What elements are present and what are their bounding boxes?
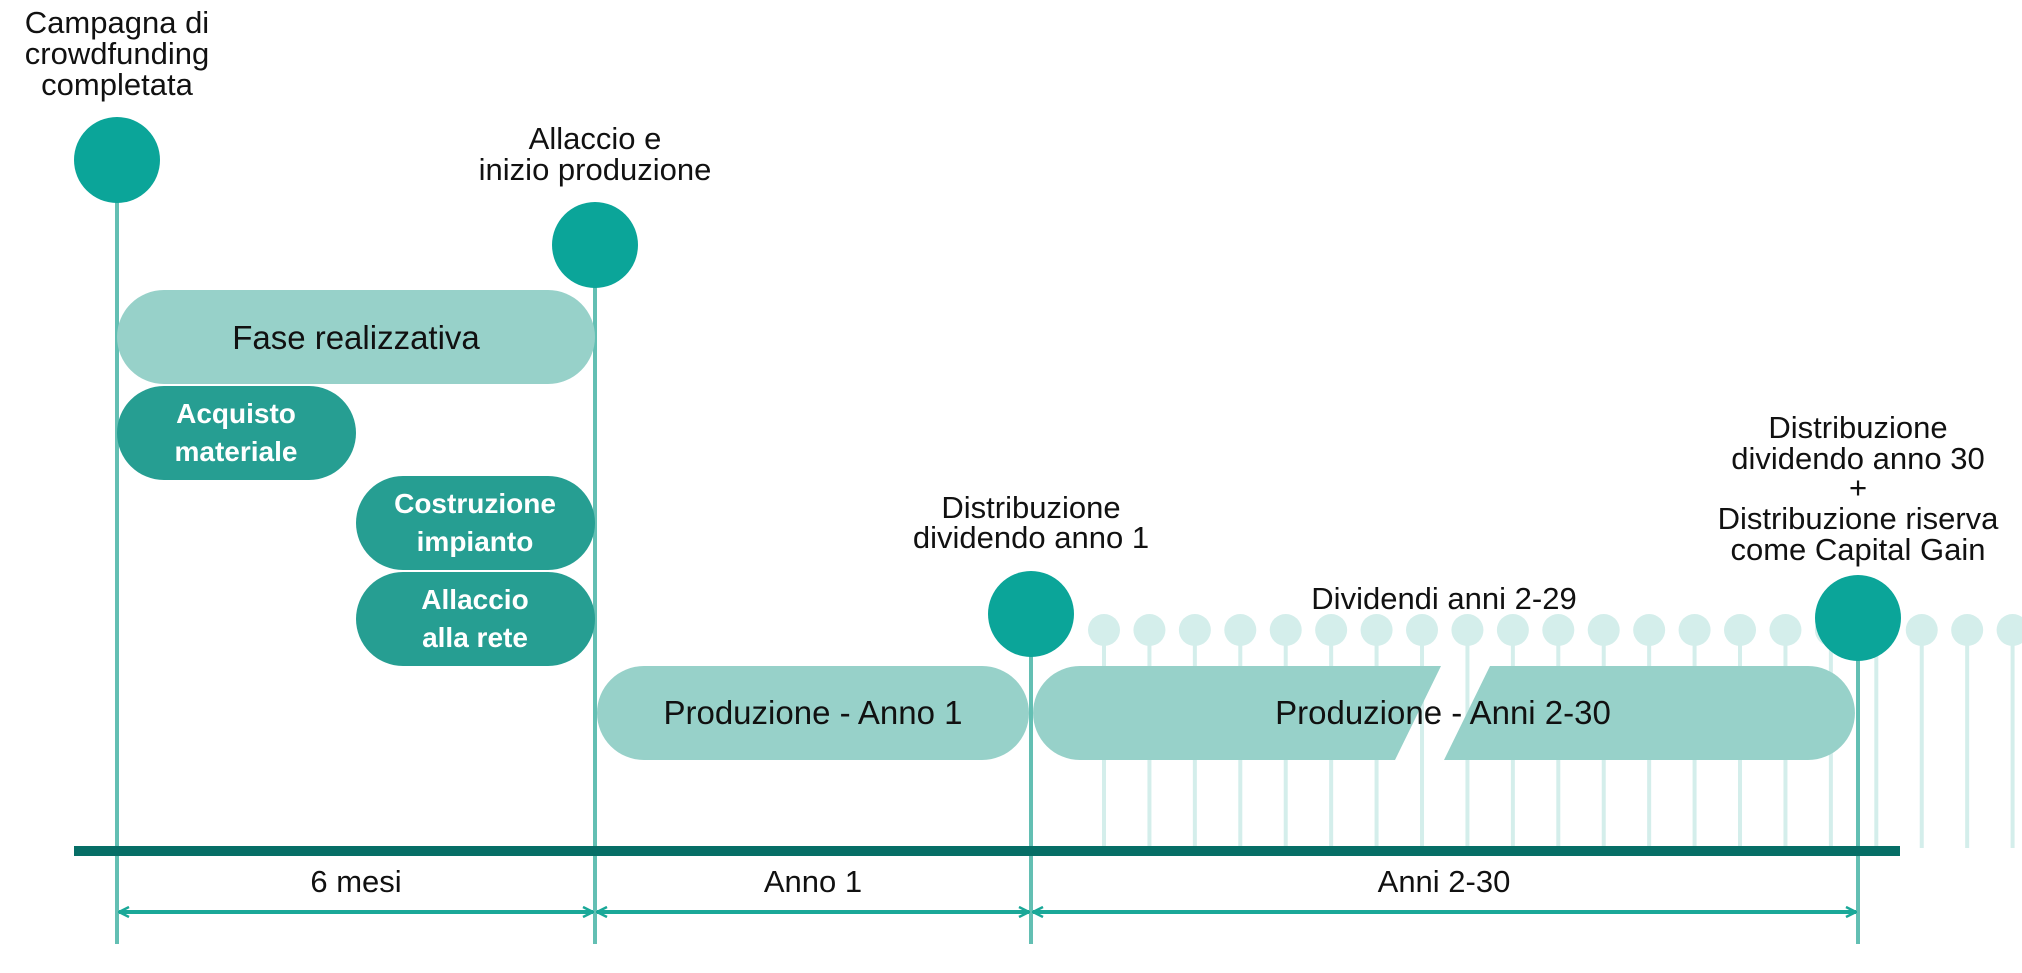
dividends-label: Dividendi anni 2-29	[1311, 581, 1576, 616]
dividend-dot-year-6	[1269, 614, 1302, 646]
phase-construction-label-2: impianto	[417, 526, 534, 557]
milestone-year30-label-1: Distribuzione	[1768, 410, 1947, 445]
dividend-dot-year-21	[1951, 614, 1984, 646]
dividend-dot-year-10	[1451, 614, 1484, 646]
dividend-dot-year-15	[1678, 614, 1711, 646]
phase-connection-label-2: alla rete	[422, 622, 528, 653]
dividend-dot-year-7	[1315, 614, 1348, 646]
milestone-year1-label-2: dividendo anno 1	[913, 520, 1149, 555]
milestone-grid-label-2: inizio produzione	[479, 152, 712, 187]
milestone-year30-label-5: come Capital Gain	[1730, 532, 1985, 567]
dividend-dot-year-14	[1633, 614, 1666, 646]
segment-year1-label: Anno 1	[764, 864, 862, 899]
dividend-dot-year-13	[1587, 614, 1620, 646]
dividend-dot-year-5	[1224, 614, 1257, 646]
dividend-dot-year-20	[1905, 614, 1938, 646]
phase-connection-label-1: Allaccio	[421, 584, 528, 615]
milestone-grid-dot	[552, 202, 638, 288]
milestone-grid-label-1: Allaccio e	[529, 121, 662, 156]
production-year1-label: Produzione - Anno 1	[663, 694, 962, 731]
milestone-year1-dot	[988, 571, 1074, 657]
dividend-dot-year-16	[1724, 614, 1757, 646]
dividend-dot-year-17	[1769, 614, 1802, 646]
production-years-bar-left	[1033, 666, 1441, 760]
dividend-dot-year-8	[1360, 614, 1393, 646]
dividend-dot-year-4	[1178, 614, 1211, 646]
phase-realization-bar	[117, 290, 595, 384]
milestone-year30-label-3: +	[1849, 470, 1867, 505]
dividend-dot-year-9	[1406, 614, 1439, 646]
phase-construction-bar	[356, 476, 595, 570]
phase-realization-label: Fase realizzativa	[232, 319, 480, 356]
production-year1-bar	[597, 666, 1029, 760]
milestone-start-label-3: completata	[41, 67, 193, 102]
dividend-dot-year-22	[1996, 614, 2022, 646]
milestone-start-label-1: Campagna di	[25, 5, 209, 40]
segment-years-2-30-label: Anni 2-30	[1378, 864, 1511, 899]
phase-connection-bar	[356, 572, 595, 666]
milestone-year30-dot	[1815, 575, 1901, 661]
dividend-dot-year-2	[1088, 614, 1120, 646]
dividend-dot-year-3	[1133, 614, 1166, 646]
production-years-bar-right	[1444, 666, 1855, 760]
milestone-year30-label-4: Distribuzione riserva	[1718, 501, 2000, 536]
phase-purchase-bar	[117, 386, 356, 480]
dividend-dot-year-11	[1496, 614, 1529, 646]
milestone-year30-label-2: dividendo anno 30	[1731, 441, 1984, 476]
milestone-start-dot	[74, 117, 160, 203]
phase-construction-label-1: Costruzione	[394, 488, 556, 519]
milestone-start-label-2: crowdfunding	[25, 36, 209, 71]
segment-six-months-label: 6 mesi	[310, 864, 401, 899]
dividend-dot-year-12	[1542, 614, 1575, 646]
milestone-year1-label-1: Distribuzione	[941, 490, 1120, 525]
phase-purchase-label-2: materiale	[175, 436, 298, 467]
production-years-label: Produzione - Anni 2-30	[1275, 694, 1611, 731]
phase-purchase-label-1: Acquisto	[176, 398, 296, 429]
